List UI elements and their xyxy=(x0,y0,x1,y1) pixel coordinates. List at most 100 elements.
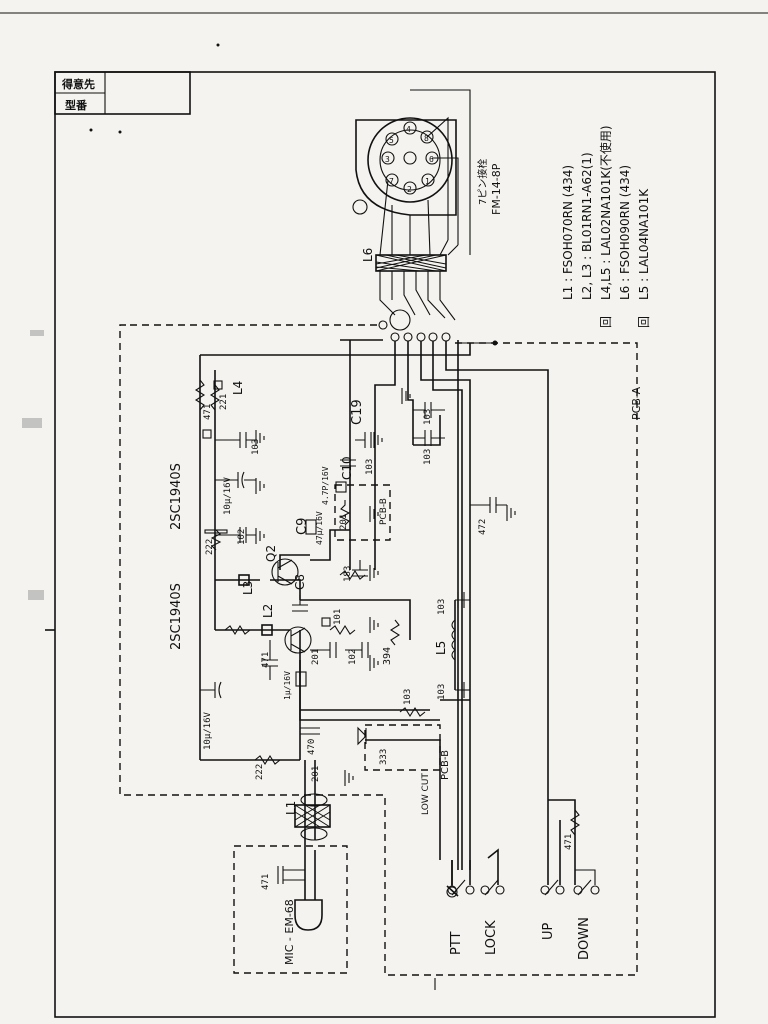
label-L3: L3 xyxy=(241,581,255,595)
value-label: 10μ/16V xyxy=(203,711,213,750)
value-label: 471 xyxy=(261,652,271,668)
label-C10: C10 xyxy=(340,456,354,480)
resistor-183 xyxy=(339,569,366,581)
drawing-border xyxy=(54,71,716,1018)
value-label: 201 xyxy=(311,766,321,782)
label-Q2: Q2 xyxy=(264,545,278,562)
main-wiring xyxy=(199,339,576,885)
pin-label: 5 xyxy=(389,136,394,145)
connector-pin-2 xyxy=(403,181,417,195)
cap-C9 xyxy=(305,519,317,535)
pcb-b-lower-label: PCB-B xyxy=(440,750,451,780)
pin-label: 3 xyxy=(385,155,390,164)
parts-list-mark: 回 xyxy=(637,316,651,328)
parts-list-item: L6 : FSOH090RN (434) xyxy=(618,165,632,300)
value-label: 471 xyxy=(564,834,574,850)
connector-pin-1 xyxy=(421,173,435,187)
parts-list-item: L1 : FSOH070RN (434) xyxy=(561,165,575,300)
cap-472 xyxy=(470,497,507,513)
low-cut-label: LOW CUT xyxy=(421,773,431,815)
cap-102 xyxy=(215,527,256,543)
label-L1: L1 xyxy=(284,801,298,815)
value-label: 470 xyxy=(307,739,317,755)
bead-L2 xyxy=(261,624,273,636)
value-label: 103 xyxy=(437,599,447,615)
value-label: 4.7P/16V xyxy=(321,466,330,505)
transistor-q1 xyxy=(284,626,312,654)
value-label: 222 xyxy=(205,539,215,555)
diode xyxy=(357,726,367,746)
connector-pin-center xyxy=(403,151,417,165)
value-label: 201 xyxy=(339,514,349,530)
pin-label: 4 xyxy=(406,125,411,134)
label-L6: L6 xyxy=(361,248,375,262)
pin-label: 7 xyxy=(389,177,394,186)
transistor-q2 xyxy=(271,558,299,586)
cap-C8 xyxy=(292,595,308,612)
value-label: 103 xyxy=(437,684,447,700)
value-label: 103 xyxy=(423,409,433,425)
cap-C19 xyxy=(413,402,445,418)
pcb-a-label: PCB-A xyxy=(630,386,643,420)
ferrite-L1 xyxy=(294,793,331,841)
value-label: 10μ/16V xyxy=(223,476,233,515)
connector-type-label: 7ピン接栓 xyxy=(476,159,489,205)
bead-L3 xyxy=(238,574,250,586)
parts-list: L1 : FSOH070RN (434) L2, L3 : BL01RN1-A6… xyxy=(561,125,651,328)
resistor-201 xyxy=(339,500,351,526)
title-block-model-label: 型番 xyxy=(65,98,88,112)
value-label: 221 xyxy=(219,394,229,410)
cap-1uf xyxy=(295,671,307,687)
parts-list-item: L5 : LAL04NA101K xyxy=(637,188,651,300)
value-label: 103 xyxy=(403,689,413,705)
value-label: 471 xyxy=(203,404,213,420)
value-label: 102 xyxy=(348,649,358,665)
scan-noise xyxy=(22,43,220,631)
parts-list-item: L4,L5 : LAL02NA101K(不使用) xyxy=(598,125,613,300)
value-label: 102 xyxy=(237,529,247,545)
mic-connector-fm14-8p: 4 8 5 3 6 7 2 1 xyxy=(352,89,471,256)
label-L2: L2 xyxy=(261,604,275,618)
transistor-label-b: 2SC1940S xyxy=(169,463,184,530)
pin-label: 8 xyxy=(424,134,429,143)
title-block: 得意先 型番 xyxy=(54,71,191,115)
pin-label: 1 xyxy=(425,177,430,186)
value-label: 183 xyxy=(343,566,353,582)
title-block-customer-label: 得意先 xyxy=(61,77,95,91)
cap-C10 xyxy=(340,459,356,467)
value-label: 101 xyxy=(333,609,343,625)
rotated-labels: 2SC1940S 2SC1940S L4 L3 L2 L1 L5 Q2 C8 C… xyxy=(169,381,592,965)
label-C19: C19 xyxy=(350,399,365,425)
pcb-b-upper-label: PCB-B xyxy=(379,498,389,525)
switch-label-down: DOWN xyxy=(577,917,592,960)
switches xyxy=(446,869,600,898)
connector-pin-5 xyxy=(385,132,399,146)
pcb-b-upper xyxy=(334,484,391,541)
connector-pin-3 xyxy=(381,151,395,165)
parts-list-item: L2, L3 : BL01RN1-A62(1) xyxy=(580,152,594,300)
value-label: 47μ/16V xyxy=(315,511,324,545)
connector-model-label: FM-14-8P xyxy=(490,163,503,215)
resistor-471-top xyxy=(194,379,206,411)
transistor-label-a: 2SC1940S xyxy=(169,583,184,650)
pcb-a-outline xyxy=(119,324,638,976)
label-L4: L4 xyxy=(231,381,245,395)
resistor-222-b xyxy=(254,754,281,766)
value-label: 333 xyxy=(379,749,389,765)
pin-label: 2 xyxy=(407,185,412,194)
value-label: 394 xyxy=(382,647,393,665)
inductor-L5 xyxy=(451,619,456,661)
resistor-272 xyxy=(224,624,251,636)
cap-470 xyxy=(300,727,320,735)
mic-label: MIC - EM-68 xyxy=(283,899,296,965)
connector-pin-4 xyxy=(403,121,417,135)
connector-pin-7 xyxy=(385,173,399,187)
switch-label-up: UP xyxy=(541,922,556,940)
value-label: 471 xyxy=(261,874,271,890)
value-label: 1μ/16V xyxy=(283,671,292,700)
pcb-b-lower xyxy=(364,724,441,771)
value-label: 472 xyxy=(478,519,488,535)
resistor-471-updown xyxy=(569,809,581,836)
ferrite-L6 xyxy=(375,254,456,321)
label-L5: L5 xyxy=(434,641,448,655)
